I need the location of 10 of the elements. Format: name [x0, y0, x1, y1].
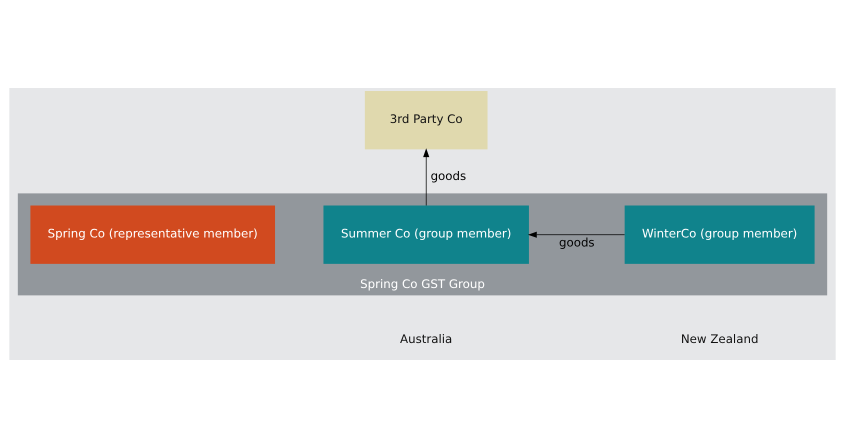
node-box: Summer Co (group member) [323, 206, 529, 264]
edge-label: goods [430, 169, 466, 184]
arrow [528, 232, 625, 238]
node-box: WinterCo (group member) [624, 206, 815, 264]
arrow [423, 148, 430, 206]
node-box: Spring Co (representative member) [30, 206, 276, 264]
label: New Zealand [680, 332, 758, 346]
edge-label: goods [558, 235, 595, 250]
label: Australia [400, 332, 452, 346]
node-box: 3rd Party Co [364, 90, 488, 150]
